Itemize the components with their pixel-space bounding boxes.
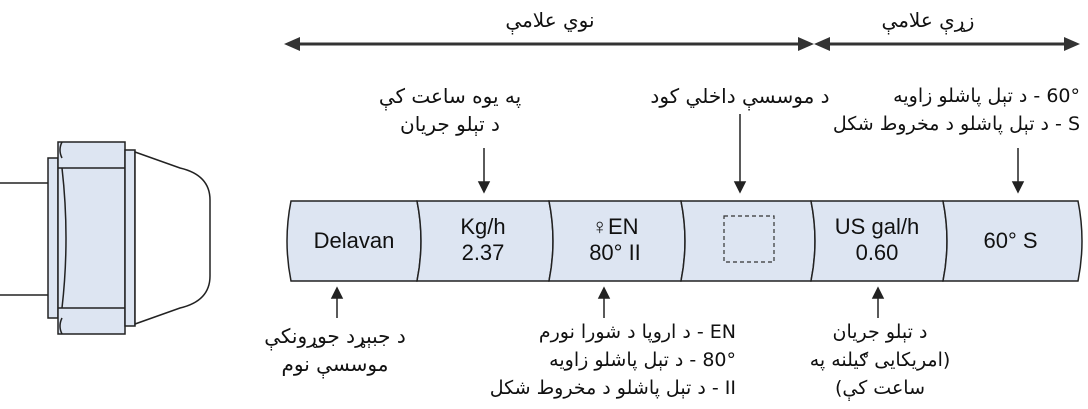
- arrow-angle-cone: [1011, 148, 1025, 194]
- annotation-us-flow: د تېلو جریان (امریکایی ګیلنه په ساعت کې): [809, 321, 951, 399]
- segment-angle-text: 60° S: [983, 228, 1038, 253]
- nozzle-drawing: [0, 141, 211, 335]
- arrow-maker-name: [330, 286, 344, 318]
- new-markings-arrow: [284, 37, 814, 51]
- internal-code-box: [723, 215, 775, 263]
- new-markings-label: نوي علامې: [505, 8, 595, 32]
- segment-code: [680, 200, 816, 282]
- old-markings-arrow: [814, 37, 1080, 51]
- annotation-en-standard: EN - د اروپا د شورا نورم 80° - د تېل پاش…: [489, 321, 736, 399]
- arrow-us-flow: [871, 286, 885, 318]
- arrow-hourly-flow: [477, 148, 491, 194]
- arrow-en-standard: [597, 286, 611, 318]
- segment-angle: [942, 200, 1083, 282]
- arrow-internal-code: [733, 114, 747, 194]
- old-markings-label: زړې علامې: [881, 8, 975, 32]
- segment-maker-text: Delavan: [313, 228, 395, 253]
- annotation-internal-code: د موسسې داخلي کود: [650, 84, 830, 108]
- marking-segments: [286, 200, 1083, 282]
